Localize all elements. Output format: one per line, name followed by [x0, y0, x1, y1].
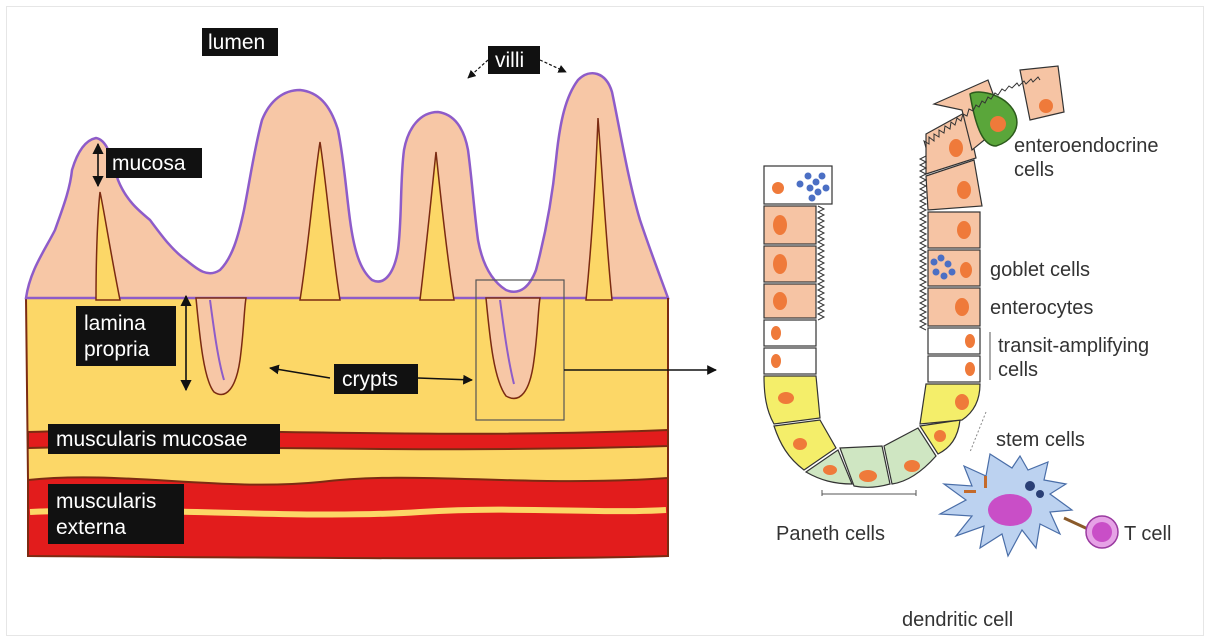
nucleus: [1039, 99, 1053, 113]
villi-arrow-right: [540, 60, 566, 72]
nucleus: [778, 392, 794, 404]
enterocyte: [764, 206, 816, 244]
muscularis-text: muscularis: [56, 490, 156, 513]
paneth-cells-label: Paneth cells: [776, 523, 885, 545]
enterocyte: [928, 288, 980, 326]
t-cell-nucleus: [1092, 522, 1112, 542]
stem-cell: [920, 384, 980, 424]
nucleus: [955, 298, 969, 316]
nucleus: [965, 362, 975, 376]
receptor: [984, 476, 987, 488]
nucleus: [771, 354, 781, 368]
crypts-text: crypts: [342, 368, 398, 391]
enterocytes-label: enterocytes: [990, 297, 1093, 319]
nucleus: [949, 139, 963, 157]
nucleus: [771, 326, 781, 340]
nucleus: [957, 181, 971, 199]
propria-text: propria: [84, 338, 150, 361]
nucleus: [823, 465, 837, 475]
lamina-propria-label: lamina propria: [76, 306, 176, 366]
goblet-cell: [928, 250, 980, 286]
goblet-cells-label: goblet cells: [990, 259, 1090, 281]
stem-bracket: [970, 412, 986, 452]
externa-text: externa: [56, 516, 126, 539]
nucleus: [793, 438, 807, 450]
dendritic-nucleus: [988, 494, 1032, 526]
right-labels: enteroendocrine cells goblet cells enter…: [776, 135, 1171, 631]
stem-cells-label: stem cells: [996, 429, 1085, 451]
enterocyte: [1020, 66, 1064, 120]
nucleus: [773, 254, 787, 274]
enteroendocrine-label-line2: cells: [1014, 159, 1054, 181]
antigen: [1025, 481, 1035, 491]
t-cell-label: T cell: [1124, 523, 1171, 545]
nucleus: [955, 394, 969, 410]
lamina-text: lamina: [84, 312, 146, 335]
receptor: [964, 490, 976, 493]
lumen-text: lumen: [208, 31, 265, 54]
antigen: [1036, 490, 1044, 498]
muscularis-mucosae-label: muscularis mucosae: [48, 424, 280, 454]
dendritic-cell-label: dendritic cell: [902, 609, 1013, 631]
enterocyte: [928, 212, 980, 248]
mucosa-label: mucosa: [106, 148, 202, 178]
nucleus: [904, 460, 920, 472]
crypts-label: crypts: [334, 364, 418, 394]
villi-arrow-left: [468, 60, 488, 78]
lumen-label: lumen: [202, 28, 278, 56]
nucleus: [965, 334, 975, 348]
mucosa-text: mucosa: [112, 152, 186, 175]
muscularis-externa-label: muscularis externa: [48, 484, 184, 544]
muscularis-mucosae-text: muscularis mucosae: [56, 428, 247, 451]
villi-label: villi: [488, 46, 540, 74]
enterocyte: [764, 246, 816, 282]
microvilli: [818, 206, 824, 320]
enteroendocrine-label: enteroendocrine: [1014, 135, 1159, 157]
nucleus: [990, 116, 1006, 132]
nucleus: [957, 221, 971, 239]
transit-amplifying-label-line2: cells: [998, 359, 1038, 381]
mucosa-villi: [26, 73, 668, 298]
nucleus: [773, 292, 787, 310]
nucleus: [960, 262, 972, 278]
nucleus: [859, 470, 877, 482]
villi-text: villi: [495, 49, 524, 72]
transit-amplifying-label: transit-amplifying: [998, 335, 1149, 357]
enterocyte: [764, 284, 816, 318]
nucleus: [772, 182, 784, 194]
nucleus: [934, 430, 946, 442]
microvilli: [920, 156, 926, 330]
nucleus: [773, 215, 787, 235]
